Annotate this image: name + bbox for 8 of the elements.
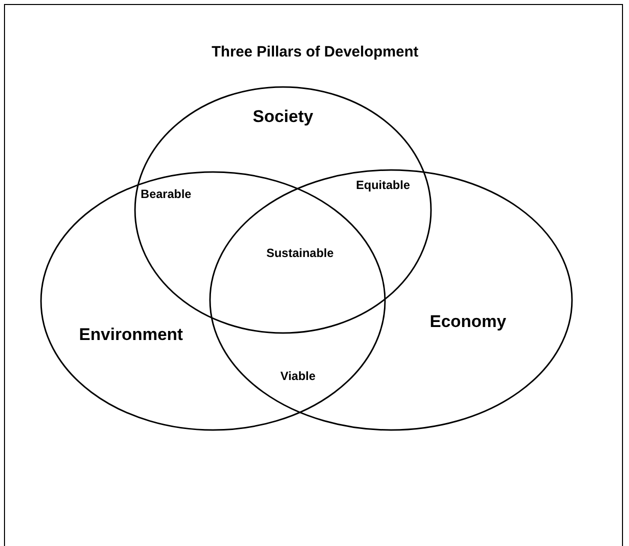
region-label: Equitable — [356, 178, 410, 192]
set-label: Economy — [430, 312, 506, 332]
diagram-title: Three Pillars of Development — [212, 44, 418, 60]
region-label: Viable — [280, 369, 316, 383]
set-label: Society — [252, 107, 314, 127]
region-label: Sustainable — [266, 246, 334, 260]
region-label: Bearable — [140, 187, 192, 201]
set-label: Environment — [79, 325, 183, 345]
